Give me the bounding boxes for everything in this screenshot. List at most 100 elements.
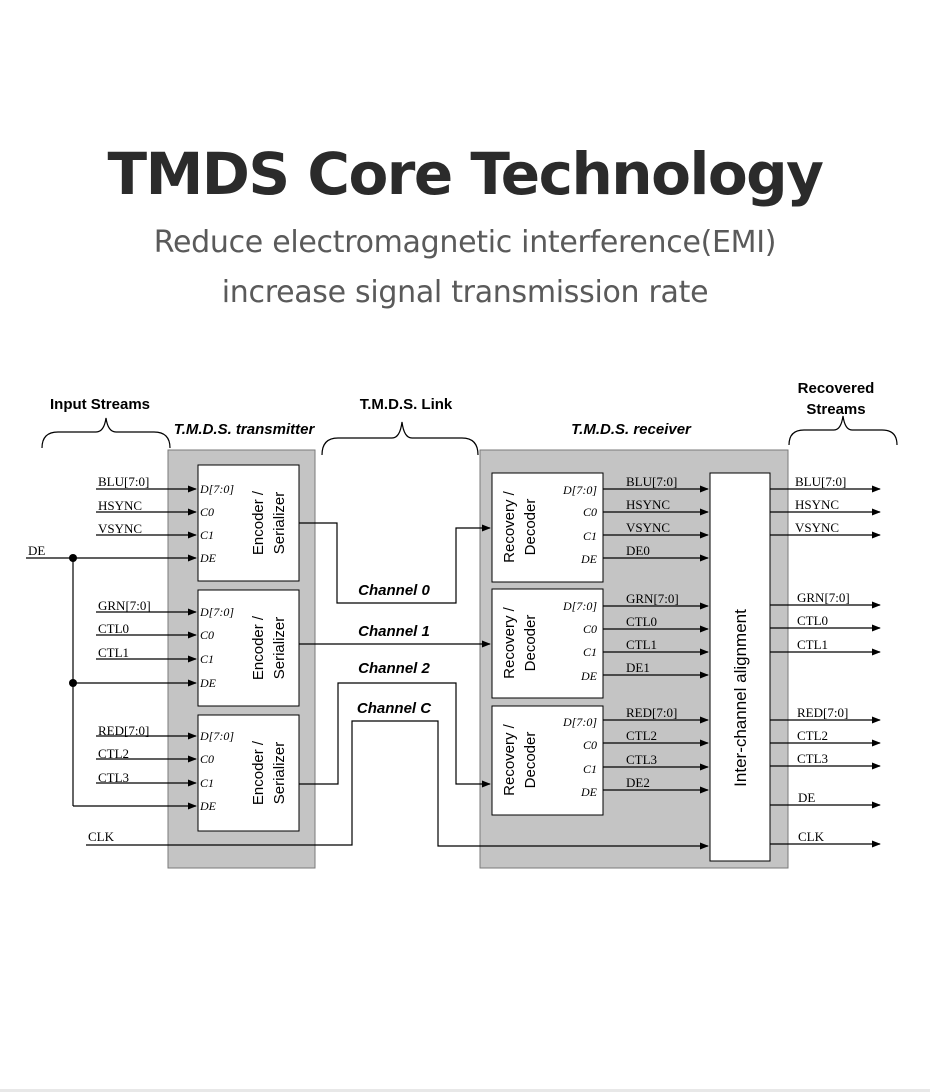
decoder-port: C0 [583,622,597,636]
decoder-output-label: DE2 [626,775,650,790]
decoder-output-label: BLU[7:0] [626,474,677,489]
encoder-port: DE [199,676,217,690]
input-signal-label: RED[7:0] [98,723,149,738]
input-signal-label: CTL3 [98,770,129,785]
recovered-output-label: BLU[7:0] [795,474,846,489]
decoder-output-label: CTL0 [626,614,657,629]
input-signal-label: BLU[7:0] [98,474,149,489]
recovered-output-label: CTL0 [797,613,828,628]
input-streams-label: Input Streams [50,396,150,413]
encoder-title: Serializer [271,492,288,555]
de-output-label: DE [798,790,815,805]
decoder-port: C1 [583,762,597,776]
input-signal-label: HSYNC [98,498,142,513]
decoder-block-1: Recovery / Decoder D[7:0] C0 C1 DE [491,588,604,699]
input-signal-label: VSYNC [98,521,142,536]
decoder-port: D[7:0] [562,715,597,729]
decoder-title: Decoder [522,615,539,672]
decoder-output-label: DE1 [626,660,650,675]
encoder-port: D[7:0] [199,605,234,619]
channel-label: Channel 1 [358,623,430,640]
decoder-title: Decoder [522,499,539,556]
input-wires [26,485,197,810]
decoder-port: C0 [583,505,597,519]
channel-wires [86,522,709,850]
encoder-port: C1 [200,776,214,790]
input-signal-label: CTL0 [98,621,129,636]
encoder-port: C0 [200,505,214,519]
recovered-output-label: CTL3 [797,751,828,766]
encoder-block-1: Encoder / Serializer D[7:0] C0 C1 DE [197,589,300,707]
input-signal-label: GRN[7:0] [98,598,151,613]
decoder-output-label: HSYNC [626,497,670,512]
encoder-title: Serializer [271,617,288,680]
decoder-port: D[7:0] [562,599,597,613]
page-title: TMDS Core Technology [107,140,825,208]
decoder-output-label: CTL2 [626,728,657,743]
transmitter-label: T.M.D.S. transmitter [174,421,316,438]
subtitle-line-1: Reduce electromagnetic interference(EMI) [153,225,777,260]
recovered-output-label: HSYNC [795,497,839,512]
encoder-port: DE [199,551,217,565]
recovered-output-label: RED[7:0] [797,705,848,720]
encoder-port: DE [199,799,217,813]
decoder-block-2: Recovery / Decoder D[7:0] C0 C1 DE [491,705,604,816]
decoder-output-label: DE0 [626,543,650,558]
channel-label: Channel 2 [358,660,430,677]
decoder-output-label: VSYNC [626,520,670,535]
decoder-title: Recovery / [501,606,518,679]
decoder-port: DE [580,552,598,566]
decoder-output-label: CTL1 [626,637,657,652]
encoder-title: Encoder / [250,490,267,555]
encoder-title: Encoder / [250,740,267,805]
decoder-output-label: RED[7:0] [626,705,677,720]
decoder-title: Decoder [522,732,539,789]
tmds-link-label: T.M.D.S. Link [360,396,453,413]
decoder-port: C0 [583,738,597,752]
decoder-port: C1 [583,645,597,659]
decoder-port: D[7:0] [562,483,597,497]
recovered-streams-brace [788,415,898,446]
decoder-title: Recovery / [501,723,518,796]
recovered-output-label: CTL1 [797,637,828,652]
encoder-block-2: Encoder / Serializer D[7:0] C0 C1 DE [197,714,300,832]
output-wires [770,485,881,848]
receiver-label: T.M.D.S. receiver [571,421,692,438]
decoder-port: C1 [583,529,597,543]
recovered-output-label: GRN[7:0] [797,590,850,605]
encoder-port: D[7:0] [199,729,234,743]
bottom-divider [0,1089,930,1092]
decoder-output-label: CTL3 [626,752,657,767]
clk-output-label: CLK [798,829,825,844]
de-input-label: DE [28,543,45,558]
recovered-output-label: VSYNC [795,520,839,535]
decoder-title: Recovery / [501,490,518,563]
inter-channel-alignment-block [709,472,771,862]
input-streams-brace [41,417,171,449]
decoder-block-0: Recovery / Decoder D[7:0] C0 C1 DE [491,472,604,583]
junction-dot [69,554,77,562]
encoder-port: D[7:0] [199,482,234,496]
encoder-title: Serializer [271,742,288,805]
tmds-link-brace [321,421,479,456]
recovered-streams-label-line-2: Streams [806,401,865,418]
recovered-output-label: CTL2 [797,728,828,743]
input-signal-label: CTL2 [98,746,129,761]
encoder-title: Encoder / [250,615,267,680]
junction-dot [69,679,77,687]
input-signal-label: CTL1 [98,645,129,660]
subtitle-line-2: increase signal transmission rate [221,275,709,310]
channel-label: Channel C [357,700,432,717]
decoder-output-label: GRN[7:0] [626,591,679,606]
decoder-port: DE [580,669,598,683]
encoder-port: C1 [200,528,214,542]
encoder-port: C1 [200,652,214,666]
decoder-port: DE [580,785,598,799]
encoder-port: C0 [200,628,214,642]
clk-input-label: CLK [88,829,115,844]
encoder-block-0: Encoder / Serializer D[7:0] C0 C1 DE [197,464,300,582]
inter-channel-alignment-label: Inter-channel alignment [731,609,750,787]
encoder-port: C0 [200,752,214,766]
recovered-streams-label-line-1: Recovered [798,380,875,397]
decoder-output-wires [603,485,709,794]
